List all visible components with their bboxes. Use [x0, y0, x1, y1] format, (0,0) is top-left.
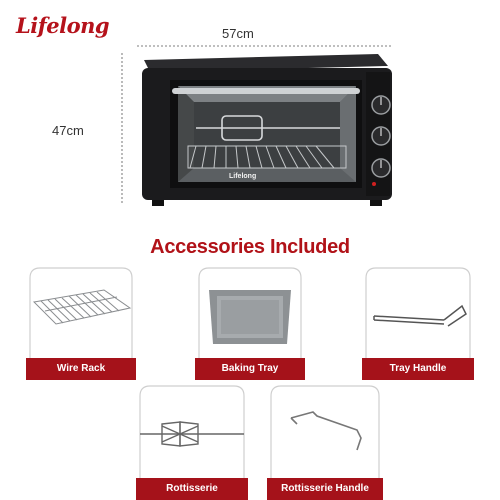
rotisserie-handle-icon [290, 411, 362, 451]
toaster-oven-image [142, 54, 392, 206]
brand-logo: Lifelong [16, 13, 110, 38]
height-dimension-label: 47cm [52, 123, 84, 138]
accessory-card-rotisserie: Rottisserie [136, 382, 248, 500]
accessories-heading: Accessories Included [150, 236, 350, 258]
accessory-label: Baking Tray [195, 358, 305, 380]
accessory-label: Tray Handle [362, 358, 474, 380]
baking-tray-icon [209, 290, 291, 344]
accessory-card-tray-handle: Tray Handle [362, 264, 474, 380]
rotisserie-icon [140, 421, 244, 447]
accessory-label: Wire Rack [26, 358, 136, 380]
width-dimension-label: 57cm [222, 26, 254, 41]
accessory-label: Rottisserie Handle [267, 478, 383, 500]
card-frame [29, 267, 133, 380]
tray-handle-icon [373, 304, 467, 327]
accessory-label: Rottisserie [136, 478, 248, 500]
accessory-card-wire-rack: Wire Rack [26, 264, 136, 380]
card-frame [139, 385, 245, 500]
card-frame [270, 385, 380, 500]
accessory-card-rotisserie-handle: Rottisserie Handle [267, 382, 383, 500]
accessory-card-baking-tray: Baking Tray [195, 264, 305, 380]
dimension-lines [121, 45, 391, 205]
wire-rack-icon [32, 289, 132, 325]
card-frame [365, 267, 471, 380]
oven-brand-text: Lifelong [229, 173, 257, 180]
